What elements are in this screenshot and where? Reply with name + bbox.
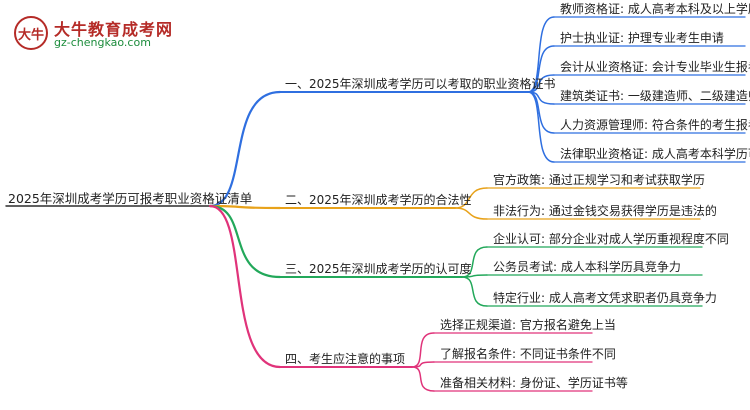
connector-line — [411, 361, 435, 368]
connector-line — [527, 91, 555, 134]
site-logo: 大牛 大牛教育成考网 gz-chengkao.com — [14, 14, 184, 54]
connector-line — [527, 91, 555, 163]
leaf-node: 法律职业资格证: 成人高考本科学历可报考 — [560, 147, 750, 161]
branch-node: 二、2025年深圳成考学历的合法性 — [285, 193, 472, 207]
connector-line — [454, 187, 488, 209]
connector-line — [208, 204, 282, 210]
leaf-node: 护士执业证: 护理专业考生申请 — [560, 31, 724, 45]
connector-line — [208, 90, 282, 208]
leaf-node: 建筑类证书: 一级建造师、二级建造师等 — [560, 89, 750, 103]
mindmap-root: 2025年深圳成考学历可报考职业资格证清单 — [8, 191, 253, 206]
leaf-node: 准备相关材料: 身份证、学历证书等 — [440, 376, 628, 390]
leaf-node: 教师资格证: 成人高考本科及以上学历 — [560, 2, 750, 16]
connector-line — [461, 276, 488, 307]
leaf-node: 官方政策: 通过正规学习和考试获取学历 — [493, 173, 705, 187]
logo-site-url: gz-chengkao.com — [54, 36, 151, 49]
logo-mark-icon: 大牛 — [14, 16, 48, 50]
leaf-node: 会计从业资格证: 会计专业毕业生报考 — [560, 60, 750, 74]
connector-line — [208, 204, 282, 279]
connector-line — [527, 45, 555, 93]
leaf-node: 特定行业: 成人高考文凭求职者仍具竞争力 — [493, 291, 717, 305]
connector-line — [411, 366, 435, 392]
leaf-node: 选择正规渠道: 官方报名避免上当 — [440, 318, 616, 332]
branch-node: 四、考生应注意的事项 — [285, 352, 406, 366]
connector-line — [461, 246, 488, 278]
connector-line — [411, 332, 435, 368]
branch-node: 三、2025年深圳成考学历的认可度 — [285, 262, 472, 276]
leaf-node: 公务员考试: 成人本科学历具竞争力 — [493, 260, 681, 274]
connector-line — [527, 16, 555, 93]
branch-node: 一、2025年深圳成考学历可以考取的职业资格证书 — [285, 77, 556, 91]
leaf-node: 企业认可: 部分企业对成人学历重视程度不同 — [493, 232, 729, 246]
leaf-node: 了解报名条件: 不同证书条件不同 — [440, 347, 616, 361]
connector-line — [454, 207, 488, 220]
logo-site-name: 大牛教育成考网 — [54, 20, 174, 39]
connector-line — [208, 204, 282, 369]
leaf-node: 人力资源管理师: 符合条件的考生报考 — [560, 118, 750, 132]
leaf-node: 非法行为: 通过金钱交易获得学历是违法的 — [493, 204, 717, 218]
